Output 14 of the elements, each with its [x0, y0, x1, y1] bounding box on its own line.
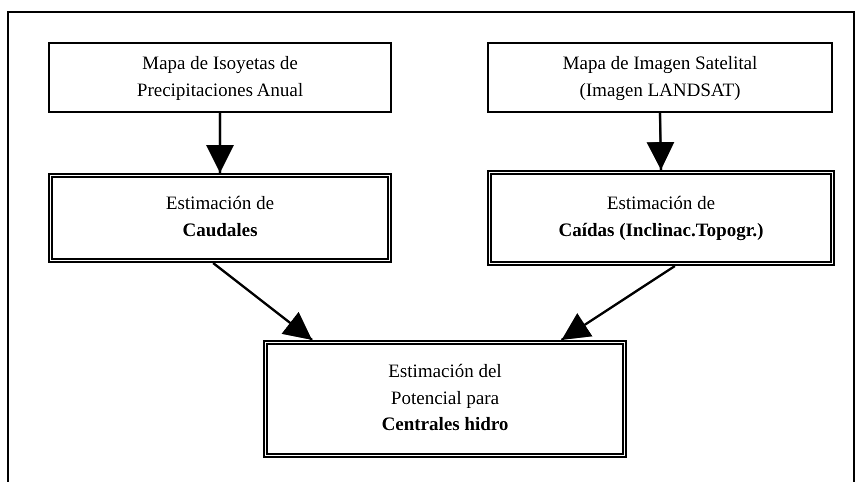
box-label: Estimación del Potencial para Centrales hidro: [380, 360, 510, 438]
process-box: [487, 42, 833, 113]
process-box: [263, 340, 627, 458]
box-label: Estimación de Caudales: [164, 192, 276, 243]
arrow: [212, 262, 313, 341]
box-label: Mapa de Imagen Satelital (Imagen LANDSAT): [562, 52, 758, 102]
process-box: [48, 42, 392, 113]
arrow: [560, 264, 676, 342]
process-box: [487, 170, 835, 266]
box-label: Mapa de Isoyetas de Precipitaciones Anual: [136, 52, 304, 102]
process-box: [48, 173, 392, 263]
arrow: [206, 113, 234, 173]
arrow: [646, 112, 674, 170]
box-label: Estimación de Caídas (Inclinac.Topogr.): [557, 192, 764, 243]
